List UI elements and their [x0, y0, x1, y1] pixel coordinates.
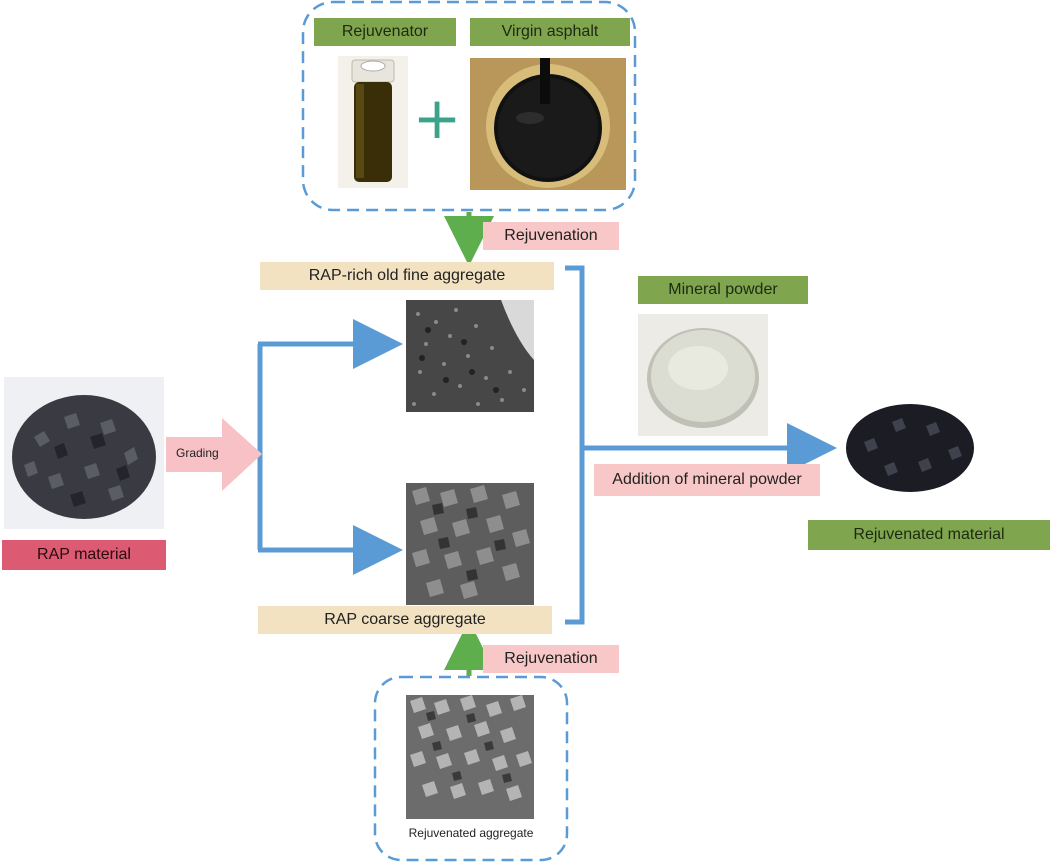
coarse-aggregate-label: RAP coarse aggregate [258, 606, 552, 634]
rejuvenated-material-label: Rejuvenated material [808, 520, 1050, 550]
fine-aggregate-label: RAP-rich old fine aggregate [260, 262, 554, 290]
rejuvenated-aggregate-group-border [373, 675, 569, 862]
rejuvenation-label-top: Rejuvenation [483, 222, 619, 250]
rejuvenator-bottle-image [338, 56, 408, 188]
grading-label: Grading [176, 446, 219, 460]
rap-material-label: RAP material [2, 540, 166, 570]
rejuvenator-label: Rejuvenator [314, 18, 456, 46]
virgin-asphalt-label: Virgin asphalt [470, 18, 630, 46]
rejuvenated-aggregate-image [406, 695, 534, 819]
mineral-powder-image [638, 314, 768, 436]
rejuvenator-group-border [301, 0, 637, 212]
grading-arrow [166, 418, 262, 491]
rejuvenated-material-image [840, 392, 980, 500]
plus-icon: + [412, 84, 462, 152]
fine-aggregate-image [406, 300, 534, 412]
addition-of-mineral-powder-label: Addition of mineral powder [594, 464, 820, 496]
aggregate-merge-bracket [565, 265, 585, 625]
rejuvenated-aggregate-label: Rejuvenated aggregate [408, 826, 534, 840]
rejuvenation-label-bottom: Rejuvenation [483, 645, 619, 673]
rap-material-image [4, 377, 164, 529]
virgin-asphalt-image [470, 58, 626, 190]
coarse-aggregate-image [406, 483, 534, 605]
mineral-powder-label: Mineral powder [638, 276, 808, 304]
